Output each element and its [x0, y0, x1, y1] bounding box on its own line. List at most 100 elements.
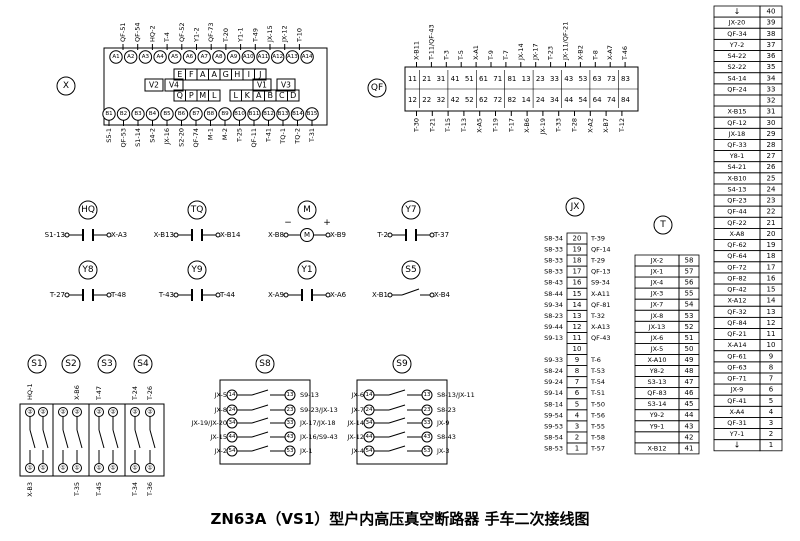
t-terminal-wire-label: Y9-1 [649, 422, 665, 430]
t2-terminal-wire-label: QF-12 [727, 119, 746, 127]
qf-top-wire-label: JX-17 [532, 43, 540, 61]
qf-contact-number: 21 [422, 75, 431, 83]
s-switch-bottom-wire-label: T-45 [95, 482, 103, 497]
s-switch-top-wire-label: T-24 [131, 386, 139, 401]
t-terminal-wire-label: X-A10 [647, 356, 666, 364]
x-bottom-pin-label: B8 [207, 111, 215, 117]
jx-left-wire-label: S8-24 [544, 367, 563, 375]
x-bottom-wire-label: S2-20 [178, 128, 186, 147]
t2-terminal-number: 4 [769, 408, 774, 416]
s-switch-pin-label: ① [132, 465, 137, 472]
t2-terminal-number: 23 [767, 197, 776, 205]
t2-terminal-wire-label: S4-13 [728, 185, 747, 193]
t2-terminal-number: 22 [767, 208, 776, 216]
t2-terminal-number: 37 [767, 41, 776, 49]
coil-symbol-y1-ring [297, 260, 317, 280]
t2-terminal-wire-label: Y7-2 [729, 41, 745, 49]
t-terminal-number: 49 [685, 356, 694, 364]
qf-contact-number: 72 [493, 96, 502, 104]
motor-inner-label: M [304, 231, 310, 239]
qf-top-wire-label: T-5 [457, 50, 465, 61]
t2-terminal-wire-label: X-B15 [728, 108, 747, 116]
s-switch-bottom-pin [108, 463, 118, 473]
s8-symbol: S8 [259, 359, 271, 369]
s9-pin-number: 43 [424, 434, 431, 440]
jx-terminal-number: 2 [575, 433, 579, 441]
t-terminal-wire-label: JX-8 [650, 312, 664, 320]
qf-bottom-wire-label: T-15 [444, 118, 452, 133]
qf-contact-number: 11 [408, 75, 417, 83]
qf-contact-number: 63 [593, 75, 602, 83]
jx-terminal-number: 19 [573, 246, 582, 254]
t2-terminal-wire-label: QF-62 [727, 241, 746, 249]
x-top-wire-label: T-10 [295, 28, 303, 43]
t2-terminal-wire-label: QF-71 [727, 375, 746, 383]
motor-plus-sign: + [323, 218, 331, 228]
x-top-pin-label: A7 [201, 54, 209, 60]
s8-pin-number: 14 [229, 392, 236, 398]
t2-terminal-number: 36 [767, 52, 776, 60]
t2-terminal-number: 31 [767, 108, 776, 116]
jx-terminal-number: 18 [573, 257, 582, 265]
coil-symbol-tq-ring [187, 200, 207, 220]
jx-left-wire-label: S8-44 [544, 290, 563, 298]
s-switch-blade [42, 429, 49, 449]
jx-right-wire-label: X-A11 [591, 290, 610, 298]
coil-terminal [325, 232, 331, 238]
coil-terminal [325, 292, 331, 298]
jx-right-wire-label: X-A13 [591, 323, 610, 331]
x-bottom-wire-label: T-25 [236, 128, 244, 143]
qf-contact-number: 23 [536, 75, 545, 83]
x-inner-letter: J [258, 70, 261, 79]
x-top-pin-label: A11 [258, 54, 269, 60]
t2-terminal-wire-label: QF-41 [727, 397, 746, 405]
coil-terminal [64, 292, 70, 298]
jx-right-wire-label: QF-13 [591, 268, 610, 276]
x-top-pin [124, 50, 138, 64]
jx-right-wire-label: QF-43 [591, 334, 610, 342]
jx-right-wire-label: T-55 [590, 422, 605, 430]
s8-contact-blade [251, 389, 269, 396]
s9-pin-number: 14 [366, 392, 373, 398]
coil-terminal [173, 232, 179, 238]
qf-contact-number: 34 [550, 96, 559, 104]
coil-terminal [283, 292, 289, 298]
t2-terminal-number: 11 [767, 330, 776, 338]
coil-terminal [215, 292, 221, 298]
x-bottom-wire-label: QF-11 [250, 128, 258, 147]
s8-left-wire-label: JX-2 [213, 447, 227, 455]
x-inner-mark: V3 [281, 81, 291, 90]
x-top-pin-label: A9 [230, 54, 238, 60]
s-switch-symbol-s4-ring [133, 354, 153, 374]
t2-terminal-number: 29 [767, 130, 776, 138]
coil-symbol-y9-ring [187, 260, 207, 280]
coil-right-wire-label: X-B9 [330, 231, 346, 239]
x-top-wire-label: JX-15 [266, 25, 274, 43]
s-switch-pin-label: ② [110, 409, 116, 416]
x-inner-letter: Q [177, 91, 183, 100]
x-inner-mark: V2 [149, 81, 159, 90]
x-inner-letter: G [223, 70, 229, 79]
t2-terminal-wire-label: JX-9 [730, 386, 744, 394]
t2-terminal-wire-label: QF-82 [727, 274, 746, 282]
s-switch-symbol-s4: S4 [137, 359, 149, 369]
qf-contact-number: 43 [564, 75, 573, 83]
t2-terminal-number: 2 [769, 430, 773, 438]
coil-symbol-y8: Y8 [81, 265, 93, 275]
x-inner-mark: V1 [257, 81, 267, 90]
s-switch-bottom-wire-label: X-B3 [26, 482, 34, 497]
coil-symbol-hq-ring [78, 200, 98, 220]
t-terminal-wire-label: S3-14 [648, 400, 667, 408]
x-top-pin [241, 50, 256, 64]
x-inner-letter: K [245, 91, 251, 100]
jx-left-wire-label: S8-54 [544, 433, 563, 441]
jx-terminal-number: 17 [573, 268, 582, 276]
s8-left-wire-label: JX-8 [213, 406, 227, 414]
s9-right-wire-label: S8-43 [437, 433, 456, 441]
s8-housing [219, 379, 311, 465]
jx-terminal-number: 6 [575, 389, 580, 397]
t2-terminal-wire-label: QF-33 [727, 141, 746, 149]
jx-left-wire-label: S9-13 [544, 334, 563, 342]
t2-terminal-number: 35 [767, 63, 776, 71]
